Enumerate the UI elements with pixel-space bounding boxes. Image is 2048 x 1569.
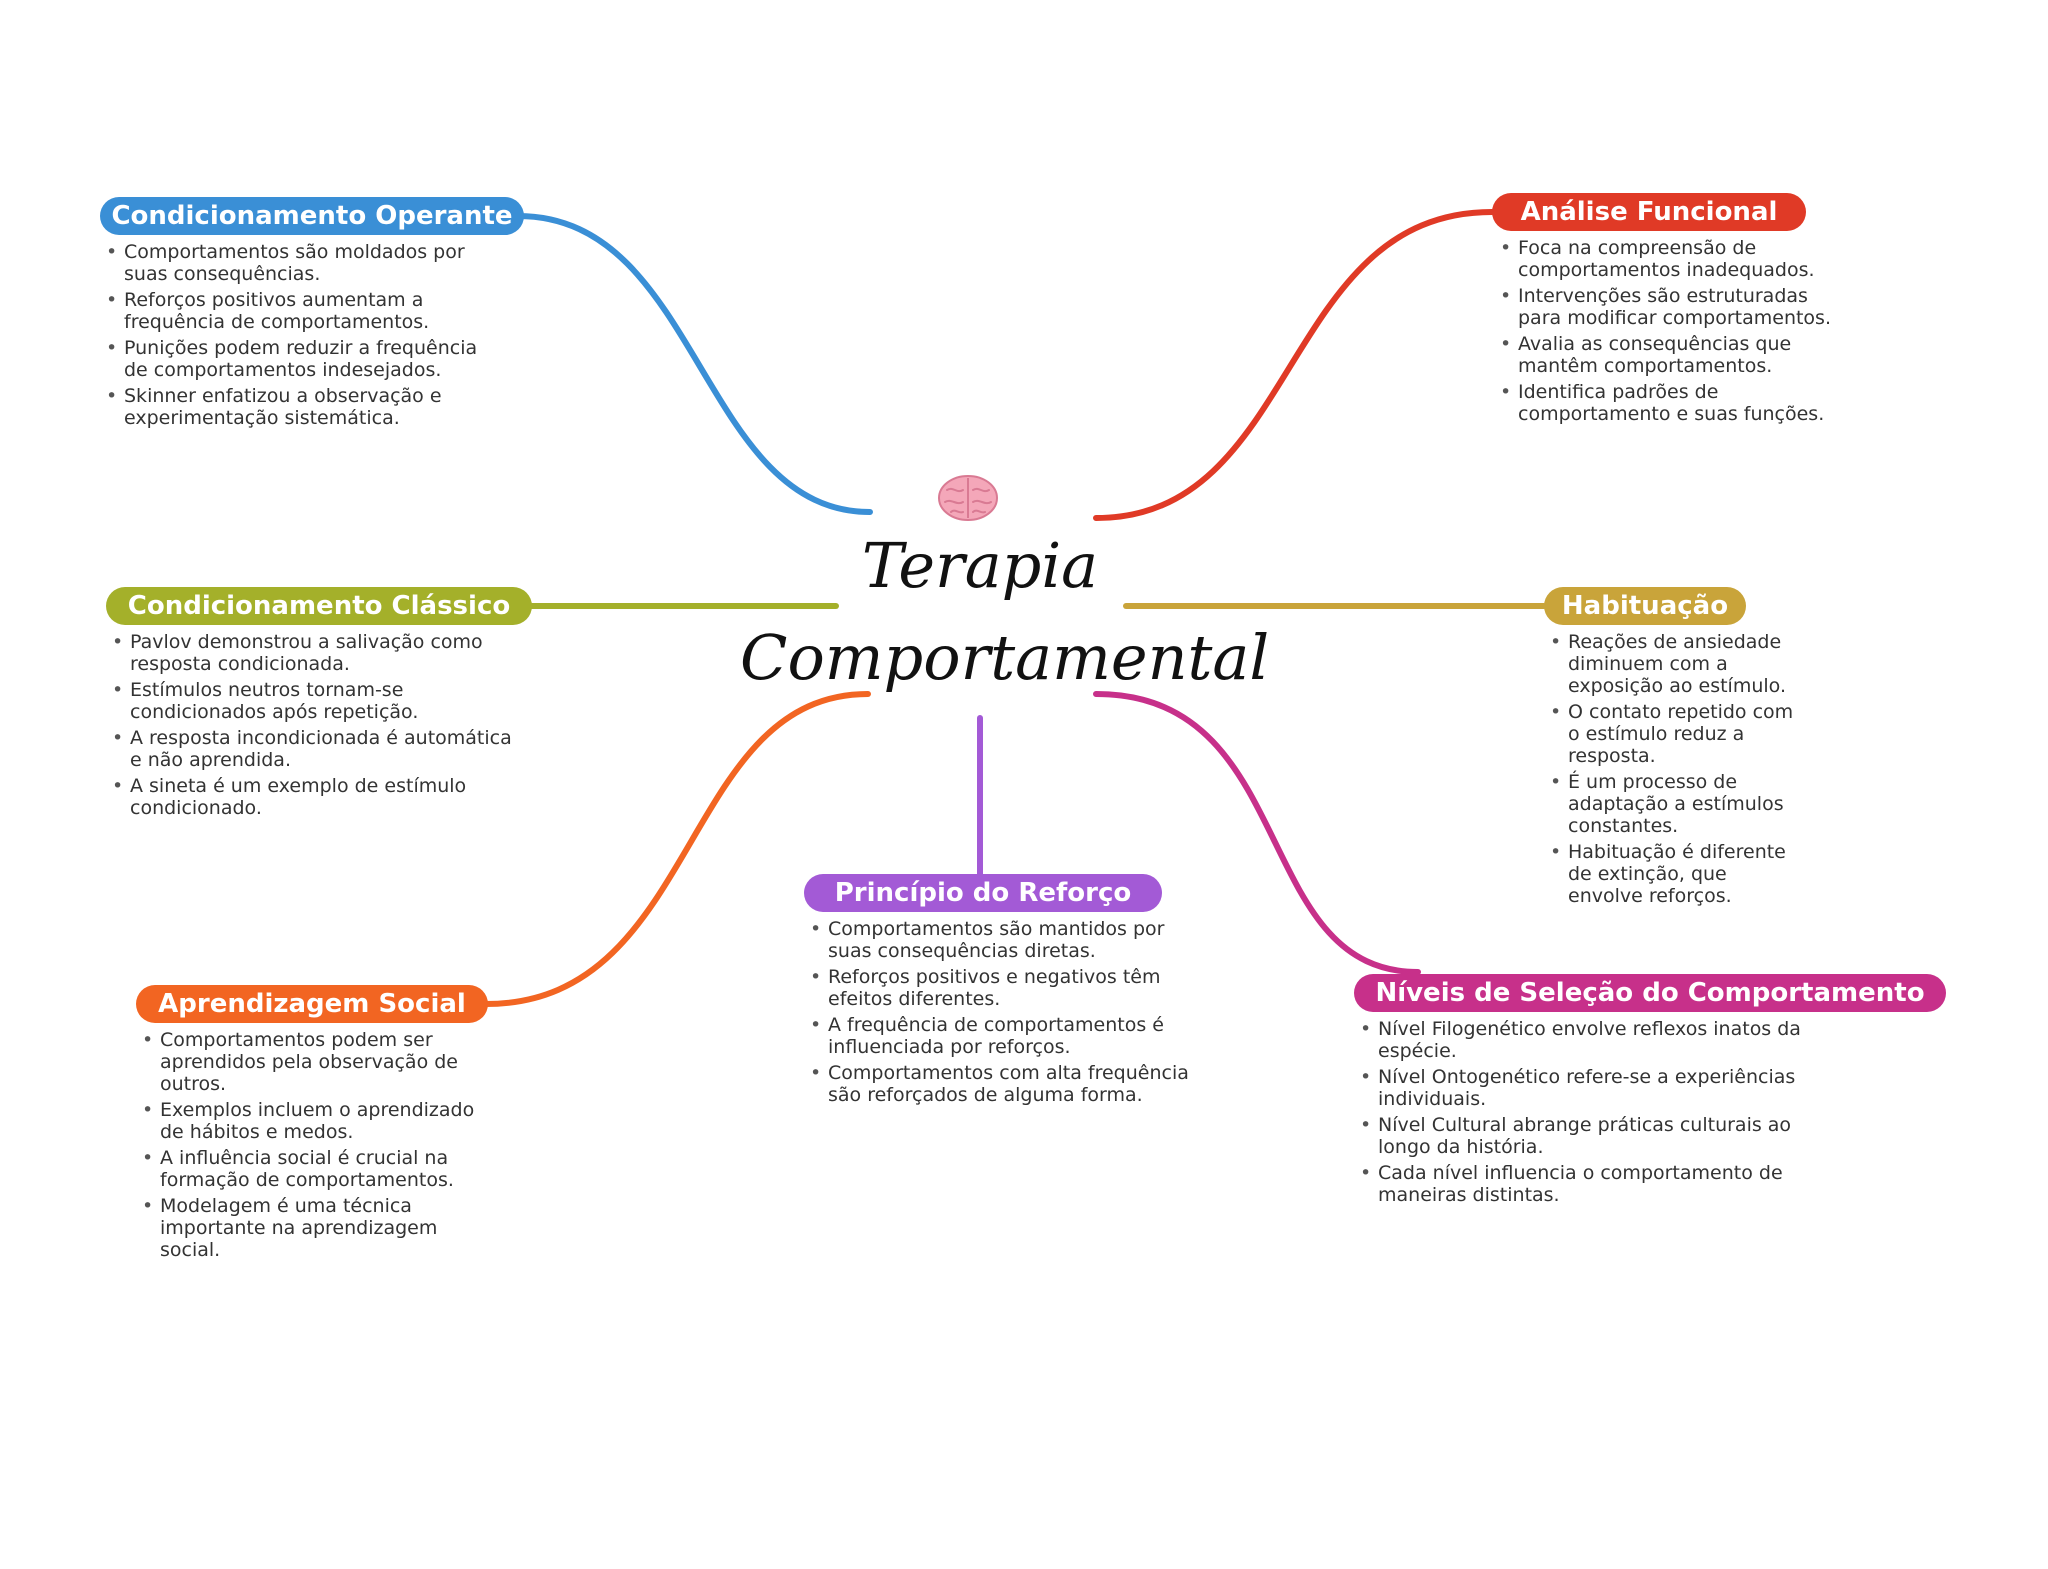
list-item: O contato repetido com o estímulo reduz …	[1550, 701, 1800, 767]
list-item: A resposta incondicionada é automática e…	[112, 727, 522, 771]
list-item: Reações de ansiedade diminuem com a expo…	[1550, 631, 1800, 697]
node-title-habituacao[interactable]: Habituação	[1544, 587, 1746, 625]
list-item: Punições podem reduzir a frequência de c…	[106, 337, 506, 381]
list-item: Pavlov demonstrou a salivação como respo…	[112, 631, 522, 675]
connector-condicionamento-operante	[515, 213, 873, 515]
list-item: Exemplos incluem o aprendizado de hábito…	[142, 1099, 482, 1143]
list-item: Comportamentos são moldados por suas con…	[106, 241, 506, 285]
list-item: Avalia as consequências que mantêm compo…	[1500, 333, 1840, 377]
list-item: A sineta é um exemplo de estímulo condic…	[112, 775, 522, 819]
list-item: Comportamentos com alta frequência são r…	[810, 1062, 1190, 1106]
list-item: Skinner enfatizou a observação e experim…	[106, 385, 506, 429]
brain-icon	[938, 475, 998, 521]
node-list-principio-reforco: Comportamentos são mantidos por suas con…	[810, 918, 1190, 1110]
node-list-habituacao: Reações de ansiedade diminuem com a expo…	[1550, 631, 1800, 911]
node-list-analise-funcional: Foca na compreensão de comportamentos in…	[1500, 237, 1840, 429]
list-item: Intervenções são estruturadas para modif…	[1500, 285, 1840, 329]
list-item: Foca na compreensão de comportamentos in…	[1500, 237, 1840, 281]
node-title-analise-funcional[interactable]: Análise Funcional	[1492, 193, 1806, 231]
list-item: Nível Filogenético envolve reflexos inat…	[1360, 1018, 1840, 1062]
node-list-condicionamento-operante: Comportamentos são moldados por suas con…	[106, 241, 506, 433]
node-list-condicionamento-classico: Pavlov demonstrou a salivação como respo…	[112, 631, 522, 823]
central-title-line1: Terapia	[861, 529, 1099, 602]
node-title-principio-reforco[interactable]: Princípio do Reforço	[804, 874, 1162, 912]
central-title-line2: Comportamental	[740, 621, 1270, 694]
central-title: Terapia Comportamental	[740, 520, 1270, 704]
node-list-aprendizagem-social: Comportamentos podem ser aprendidos pela…	[142, 1029, 482, 1265]
node-title-condicionamento-classico[interactable]: Condicionamento Clássico	[106, 587, 532, 625]
connector-aprendizagem-social	[483, 691, 871, 1007]
list-item: Reforços positivos aumentam a frequência…	[106, 289, 506, 333]
list-item: Reforços positivos e negativos têm efeit…	[810, 966, 1190, 1010]
node-title-aprendizagem-social[interactable]: Aprendizagem Social	[136, 985, 488, 1023]
list-item: Habituação é diferente de extinção, que …	[1550, 841, 1800, 907]
list-item: A frequência de comportamentos é influen…	[810, 1014, 1190, 1058]
list-item: Modelagem é uma técnica importante na ap…	[142, 1195, 482, 1261]
list-item: Estímulos neutros tornam-se condicionado…	[112, 679, 522, 723]
connector-niveis-selecao	[1093, 691, 1421, 975]
list-item: A influência social é crucial na formaçã…	[142, 1147, 482, 1191]
list-item: Identifica padrões de comportamento e su…	[1500, 381, 1840, 425]
list-item: Nível Ontogenético refere-se a experiênc…	[1360, 1066, 1840, 1110]
list-item: Nível Cultural abrange práticas culturai…	[1360, 1114, 1840, 1158]
list-item: É um processo de adaptação a estímulos c…	[1550, 771, 1800, 837]
node-title-condicionamento-operante[interactable]: Condicionamento Operante	[100, 197, 524, 235]
node-list-niveis-selecao: Nível Filogenético envolve reflexos inat…	[1360, 1018, 1840, 1210]
list-item: Cada nível influencia o comportamento de…	[1360, 1162, 1840, 1206]
list-item: Comportamentos podem ser aprendidos pela…	[142, 1029, 482, 1095]
list-item: Comportamentos são mantidos por suas con…	[810, 918, 1190, 962]
node-title-niveis-selecao[interactable]: Níveis de Seleção do Comportamento	[1354, 974, 1946, 1012]
connector-analise-funcional	[1093, 209, 1495, 521]
